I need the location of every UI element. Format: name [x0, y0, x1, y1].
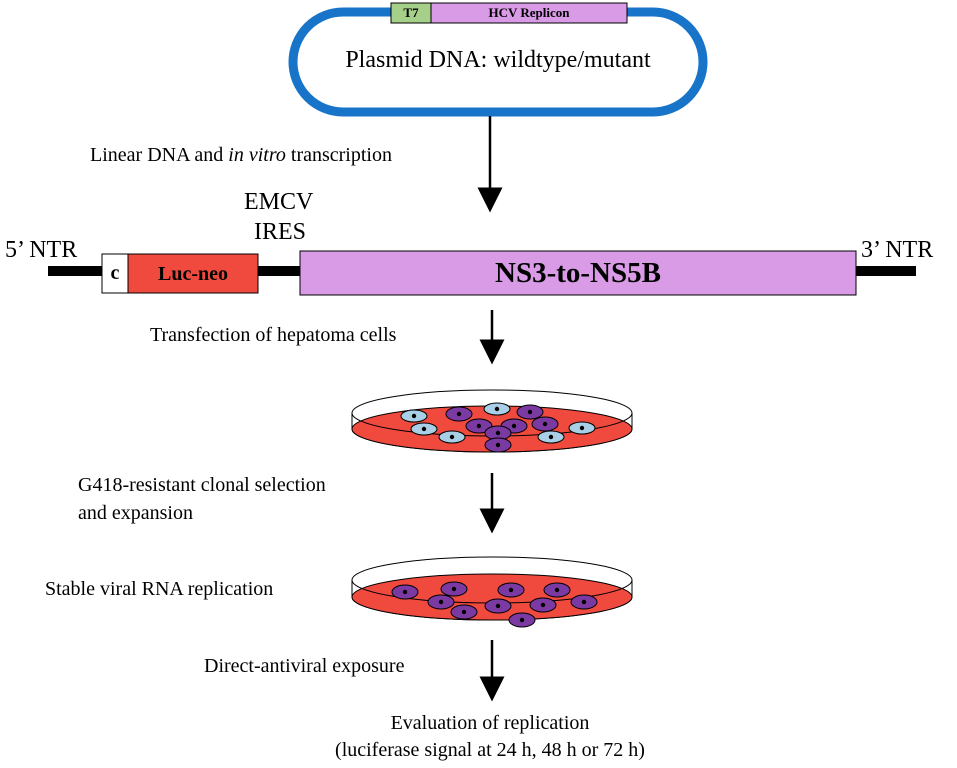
- pale-cell: [568, 421, 596, 435]
- step-linear-suffix: transcription: [285, 144, 392, 166]
- pale-cell: [483, 402, 511, 416]
- purple-cell: [391, 584, 419, 600]
- purple-cell: [516, 404, 544, 420]
- step-stable: Stable viral RNA replication: [45, 578, 274, 600]
- step-eval-line1: Evaluation of replication: [390, 712, 590, 734]
- purple-cell: [497, 582, 525, 598]
- emcv-label: EMCV: [244, 189, 314, 215]
- step-transfection: Transfection of hepatoma cells: [150, 324, 397, 346]
- ntr-line-left: [48, 266, 102, 276]
- purple-cell: [440, 581, 468, 597]
- hcv-replicon-box: [430, 2, 628, 24]
- pale-cell: [438, 430, 466, 444]
- linker-line: [258, 266, 300, 276]
- c-box-label: c: [110, 262, 120, 284]
- hcv-replicon-label: HCV Replicon: [488, 5, 570, 20]
- three-ntr-label: 3’ NTR: [861, 237, 934, 263]
- ntr-line-right: [856, 266, 916, 276]
- plasmid-label: Plasmid DNA: wildtype/mutant: [345, 47, 651, 73]
- step-linear-prefix: Linear DNA and: [90, 144, 229, 166]
- purple-cell: [508, 612, 536, 628]
- luc-neo-box: [127, 253, 259, 294]
- step-linear-dna: Linear DNA and in vitro transcription: [90, 143, 392, 167]
- step-linear-italic: in vitro: [228, 144, 286, 166]
- dish-1: [351, 389, 633, 453]
- pale-cell: [400, 409, 428, 423]
- step-g418-line2: and expansion: [78, 502, 193, 524]
- luc-neo-label: Luc-neo: [158, 263, 228, 285]
- step-eval-line2: (luciferase signal at 24 h, 48 h or 72 h…: [335, 739, 645, 761]
- pale-cell: [537, 430, 565, 444]
- purple-cell: [543, 582, 571, 598]
- dish-2: [351, 556, 633, 628]
- purple-cell: [427, 594, 455, 610]
- purple-cell: [484, 598, 512, 614]
- five-ntr-label: 5’ NTR: [5, 237, 78, 263]
- ns-region-label: NS3-to-NS5B: [495, 257, 661, 289]
- purple-cell: [445, 406, 473, 422]
- t7-label: T7: [403, 5, 419, 20]
- ns-region-box: [299, 250, 857, 296]
- purple-cell: [465, 418, 493, 434]
- purple-cell: [484, 437, 512, 453]
- purple-cell: [531, 416, 559, 432]
- step-g418-line1: G418-resistant clonal selection: [78, 474, 326, 496]
- purple-cell: [450, 604, 478, 620]
- purple-cell: [570, 594, 598, 610]
- purple-cell: [529, 597, 557, 613]
- ires-label: IRES: [254, 219, 307, 245]
- step-direct: Direct-antiviral exposure: [204, 655, 405, 677]
- pale-cell: [410, 422, 438, 436]
